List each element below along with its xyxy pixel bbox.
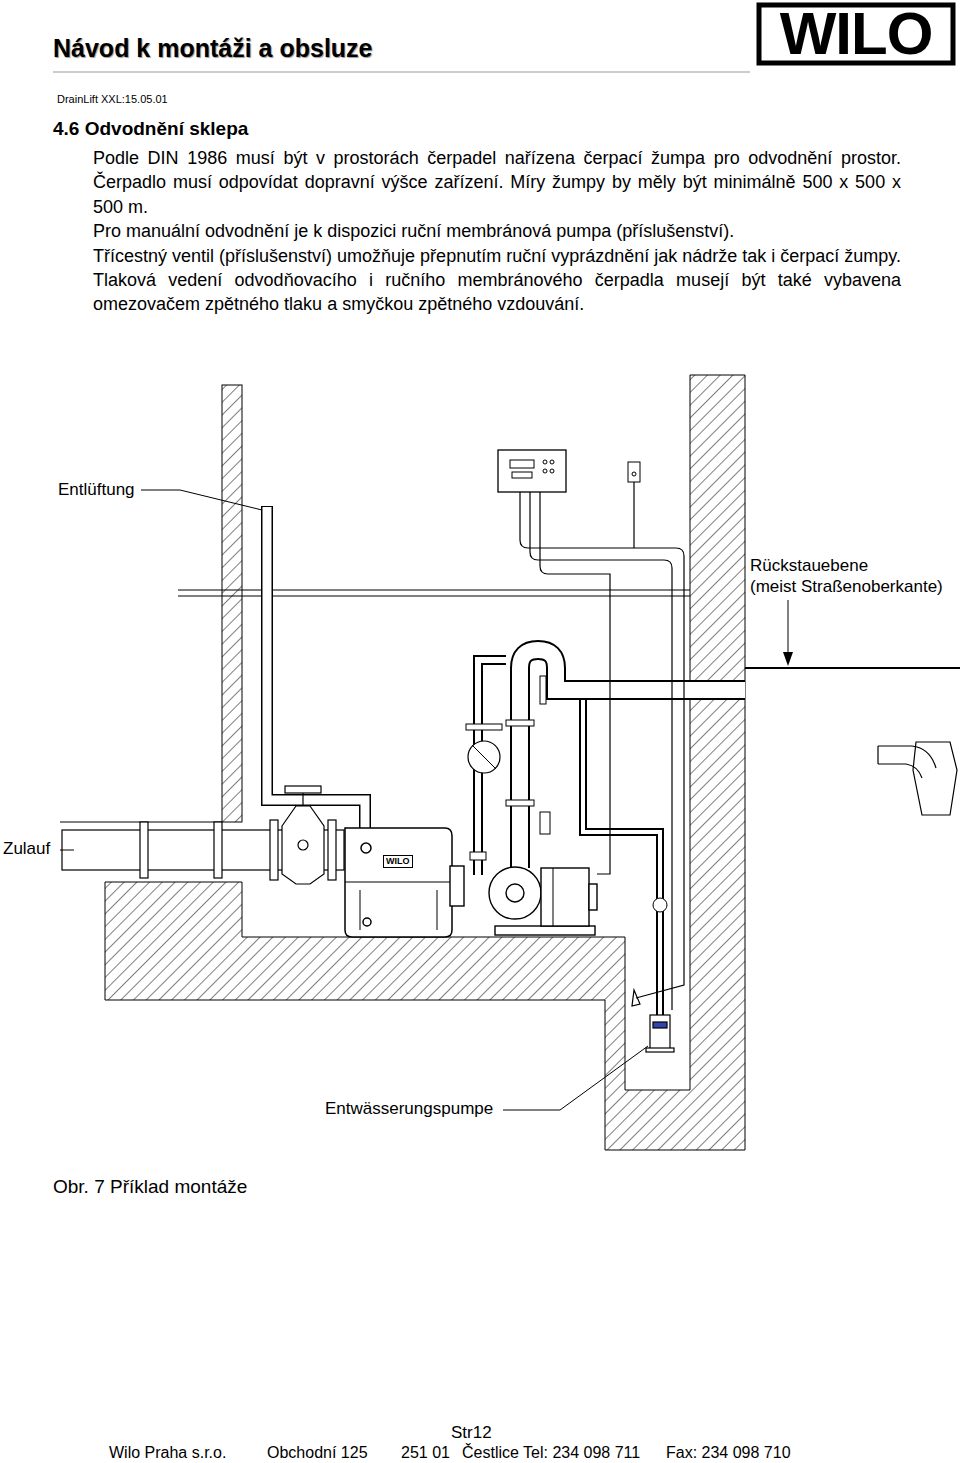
leader-lines xyxy=(60,490,788,1110)
tank-badge: WILO xyxy=(383,855,413,868)
control-unit xyxy=(498,450,640,492)
footer-text: Wilo Praha s.r.o. xyxy=(109,1443,226,1462)
page-title: Návod k montáži a obsluze xyxy=(53,33,373,63)
footer-text: Obchodní 125 xyxy=(267,1443,368,1462)
callout-label: Rückstauebene xyxy=(750,556,868,576)
brand-logo: WILO xyxy=(759,5,953,63)
figure-caption: Obr. 7 Příklad montáže xyxy=(53,1176,247,1199)
callout-label: Entlüftung xyxy=(58,480,135,500)
document-code: DrainLift XXL:15.05.01 xyxy=(57,93,168,106)
body-paragraph: Třícestný ventil (příslušenství) umožňuj… xyxy=(93,244,901,317)
drain-line xyxy=(466,660,506,875)
vent-pipe xyxy=(267,506,365,830)
footer-text: Čestlice Tel: 234 098 711 xyxy=(462,1443,640,1462)
page-number: Str12 xyxy=(451,1423,492,1443)
inlet-pipe xyxy=(62,786,344,884)
body-paragraph: Pro manuální odvodnění je k dispozici ru… xyxy=(93,219,901,243)
header-rule xyxy=(53,72,750,73)
body-text: Podle DIN 1986 musí být v prostorách čer… xyxy=(93,146,901,317)
sump-pump xyxy=(632,990,674,1052)
building-walls xyxy=(60,375,960,1150)
callout-label: (meist Straßenoberkante) xyxy=(750,577,943,597)
footer-text: 251 01 xyxy=(401,1443,450,1462)
collection-tank xyxy=(345,828,452,937)
cables xyxy=(520,482,684,1010)
sump-hose xyxy=(583,700,667,1015)
callout-label: Zulauf xyxy=(3,839,50,859)
pump-unit xyxy=(450,866,597,935)
street-gully xyxy=(878,742,957,815)
footer-text: Fax: 234 098 710 xyxy=(666,1443,791,1462)
logo-frame xyxy=(759,5,953,63)
callout-label: Entwässerungspumpe xyxy=(325,1099,493,1119)
arrow-head xyxy=(783,652,793,666)
body-paragraph: Podle DIN 1986 musí být v prostorách čer… xyxy=(93,146,901,219)
section-heading: 4.6 Odvodnění sklepa xyxy=(53,118,248,141)
